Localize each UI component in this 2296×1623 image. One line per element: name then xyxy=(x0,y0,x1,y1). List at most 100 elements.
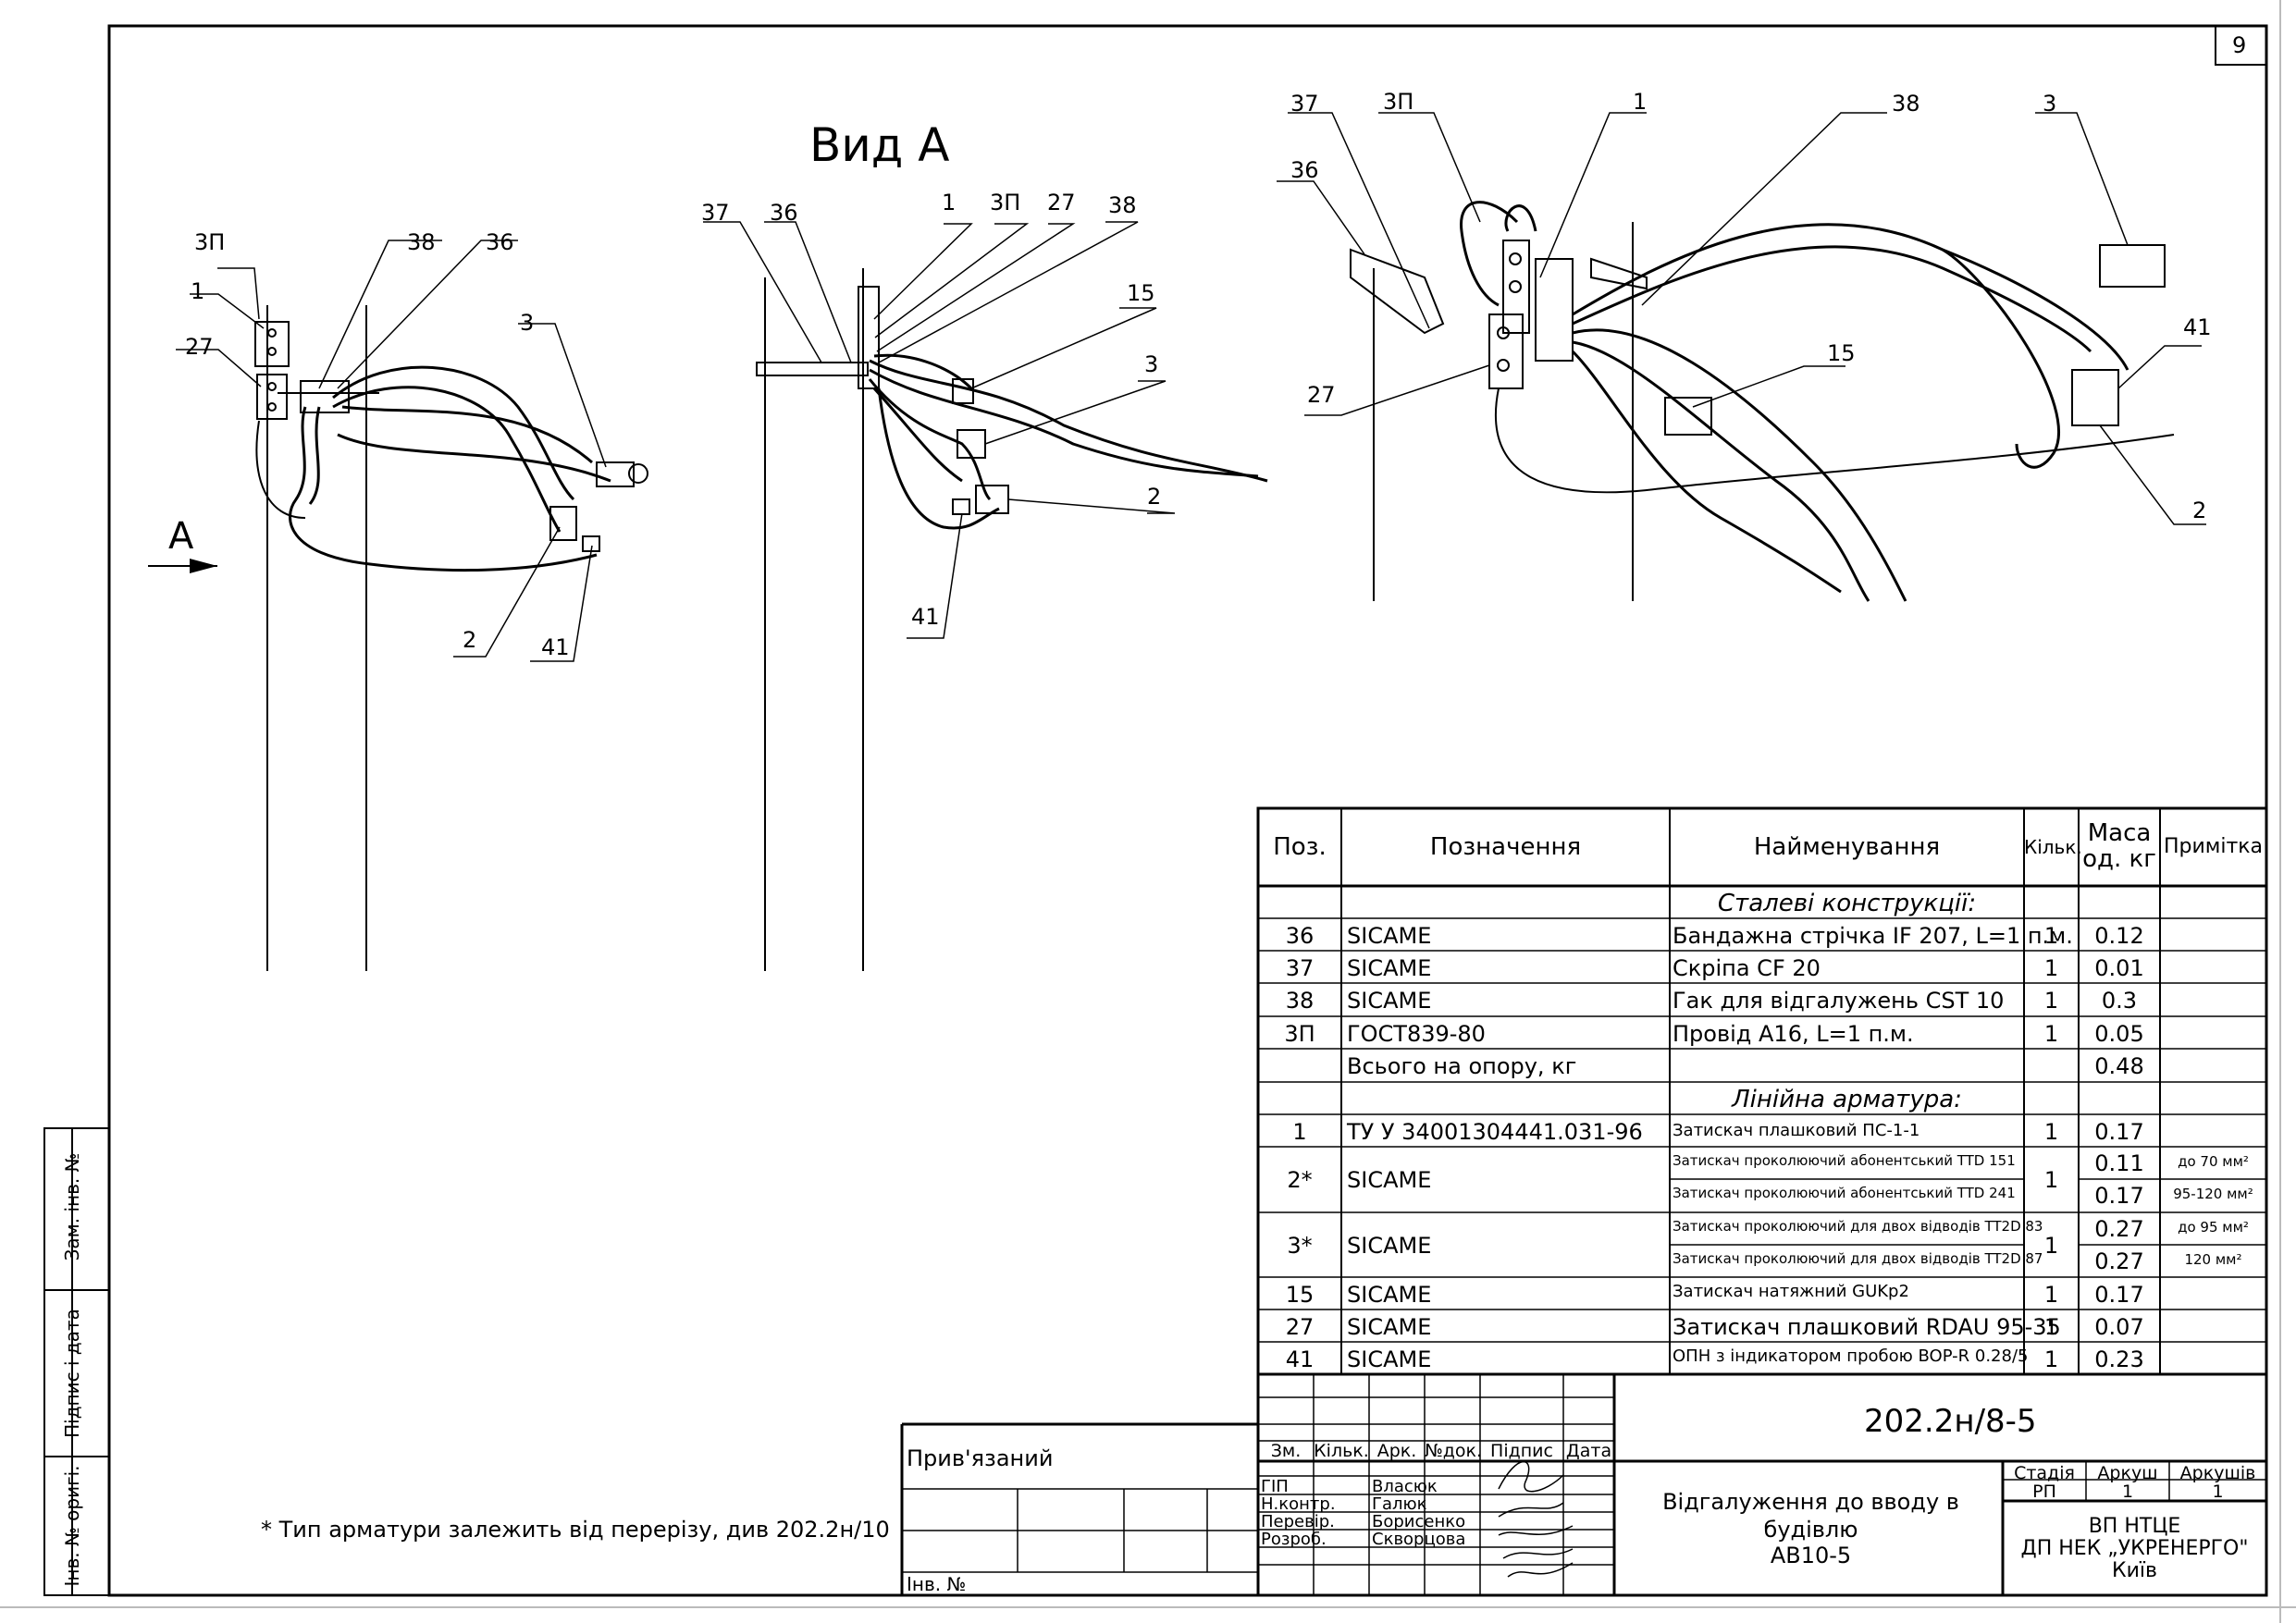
signer-name: Борисенко xyxy=(1372,1512,1466,1531)
doc-code: 202.2н/8-5 xyxy=(1864,1403,2037,1440)
callout: 41 xyxy=(911,604,940,630)
row-name: Провід А16, L=1 п.м. xyxy=(1673,1021,1914,1047)
stage-label: Стадія xyxy=(2014,1463,2075,1483)
row-qty: 1 xyxy=(2043,988,2059,1014)
row-name: Гак для відгалужень CST 10 xyxy=(1673,988,2005,1014)
row-designation: SICAME xyxy=(1347,1167,1432,1193)
callout: 37 xyxy=(701,200,730,226)
row-mass: 0.27 xyxy=(2094,1248,2144,1274)
signature-marks xyxy=(1498,1460,1574,1578)
org-line2: ДП НЕК „УКРЕНЕРГО" xyxy=(2020,1537,2249,1560)
rev-col-header: Кільк. xyxy=(1314,1441,1369,1461)
row-designation: SICAME xyxy=(1347,1282,1432,1308)
row-note: 120 мм² xyxy=(2184,1251,2242,1268)
row-mass: 0.23 xyxy=(2094,1346,2144,1372)
spec-table-grid xyxy=(1256,806,2268,1376)
row-designation: SICAME xyxy=(1347,988,1432,1014)
callout: 3 xyxy=(520,310,535,336)
row-pos: 2* xyxy=(1287,1167,1313,1193)
callout: 27 xyxy=(1307,382,1336,408)
rev-col-header: Зм. xyxy=(1270,1441,1302,1461)
row-pos: 37 xyxy=(1285,955,1315,981)
signer-role: Н.контр. xyxy=(1261,1494,1336,1514)
privyazaniy-label: Прив'язаний xyxy=(907,1445,1054,1471)
total-label: Всього на опору, кг xyxy=(1347,1053,1577,1079)
signer-name: Скворцова xyxy=(1372,1530,1466,1549)
drawing-2 xyxy=(703,221,1268,971)
row-mass: 0.17 xyxy=(2094,1282,2144,1308)
row-mass: 0.05 xyxy=(2094,1021,2144,1047)
callout: 36 xyxy=(486,229,514,255)
row-mass: 0.11 xyxy=(2094,1150,2144,1176)
row-mass: 0.3 xyxy=(2101,988,2138,1014)
side-label-orig-inv: Інв. № оригі. xyxy=(61,1465,83,1587)
rev-col-header: №док. xyxy=(1425,1441,1483,1461)
row-mass: 0.07 xyxy=(2094,1314,2144,1340)
signer-role: ГІП xyxy=(1261,1477,1289,1496)
footnote: * Тип арматури залежить від перерізу, ди… xyxy=(261,1517,890,1543)
stage-value: РП xyxy=(2032,1482,2056,1502)
row-name: Затискач натяжний GUKp2 xyxy=(1673,1282,1909,1301)
callout: 38 xyxy=(1108,192,1137,218)
callout: 1 xyxy=(942,190,957,215)
org-line3: Київ xyxy=(2112,1559,2157,1582)
row-pos: 1 xyxy=(1292,1119,1307,1145)
section-linear: Лінійна арматура: xyxy=(1732,1086,1962,1113)
doc-title-line2: будівлю xyxy=(1763,1517,1858,1543)
row-note: 95-120 мм² xyxy=(2173,1186,2253,1202)
callout: 37 xyxy=(1290,91,1319,117)
row-pos: 36 xyxy=(1285,923,1315,949)
side-label-sign-date: Підпис і дата xyxy=(61,1309,83,1438)
row-qty: 1 xyxy=(2043,923,2059,949)
row-designation: ТУ У 34001304441.031-96 xyxy=(1347,1119,1643,1145)
sheet-number: 9 xyxy=(2232,32,2247,58)
callout: 3 xyxy=(1144,351,1159,377)
callout: 2 xyxy=(1147,484,1162,510)
row-qty: 1 xyxy=(2043,1314,2059,1340)
row-note: до 70 мм² xyxy=(2178,1153,2249,1170)
callout: 38 xyxy=(407,229,436,255)
sheet-label: Аркуш xyxy=(2097,1463,2158,1483)
row-name: Затискач проколюючий для двох відводів T… xyxy=(1673,1250,2043,1267)
org-line1: ВП НТЦЕ xyxy=(2088,1515,2181,1538)
col-header-mass: Маса xyxy=(2087,819,2152,847)
inv-no-label: Інв. № xyxy=(907,1573,967,1595)
row-mass: 0.17 xyxy=(2094,1119,2144,1145)
side-label-replace-inv: Зам. інв. № xyxy=(61,1152,83,1261)
row-name: Скріпа CF 20 xyxy=(1673,955,1821,981)
row-designation: SICAME xyxy=(1347,1233,1432,1259)
row-qty: 1 xyxy=(2043,1167,2059,1193)
col-header-qty: Кільк. xyxy=(2024,836,2082,858)
signer-role: Розроб. xyxy=(1261,1530,1327,1549)
callout: 36 xyxy=(770,200,798,226)
callout: 1 xyxy=(1633,89,1648,115)
rev-col-header: Арк. xyxy=(1376,1441,1417,1461)
row-designation: ГОСТ839-80 xyxy=(1347,1021,1486,1047)
sheets-value: 1 xyxy=(2212,1482,2224,1502)
doc-title-line3: АВ10-5 xyxy=(1770,1543,1852,1568)
row-designation: SICAME xyxy=(1347,1314,1432,1340)
col-header-pos: Поз. xyxy=(1273,833,1327,861)
drawing-3 xyxy=(1277,112,2206,602)
row-qty: 1 xyxy=(2043,1021,2059,1047)
callout: 2 xyxy=(463,627,477,653)
callout: 27 xyxy=(185,334,214,360)
callout: 38 xyxy=(1892,91,1920,117)
side-stamp-grid xyxy=(43,1127,110,1596)
signer-name: Власюк xyxy=(1372,1477,1438,1496)
callout: 3П xyxy=(194,229,226,255)
row-name: Затискач проколюючий для двох відводів T… xyxy=(1673,1218,2043,1235)
callout: 3П xyxy=(990,190,1021,215)
row-pos: 41 xyxy=(1285,1346,1315,1372)
row-pos: 27 xyxy=(1285,1314,1315,1340)
col-header-note: Примітка xyxy=(2163,835,2264,858)
callout: 1 xyxy=(191,278,205,304)
row-qty: 1 xyxy=(2043,1346,2059,1372)
row-pos: 38 xyxy=(1285,988,1315,1014)
row-designation: SICAME xyxy=(1347,923,1432,949)
callout: 3П xyxy=(1383,89,1414,115)
total-mass: 0.48 xyxy=(2094,1053,2144,1079)
row-pos: 3П xyxy=(1284,1021,1315,1047)
row-name: Затискач проколюючий абонентський TTD 24… xyxy=(1673,1185,2016,1201)
